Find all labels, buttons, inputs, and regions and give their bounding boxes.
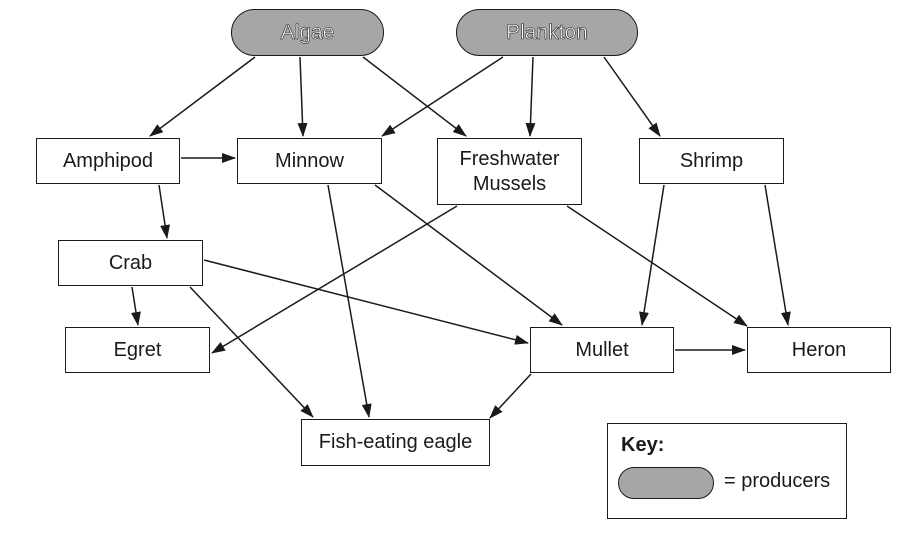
node-shrimp: Shrimp xyxy=(639,138,784,184)
node-fish-eating-eagle-label: Fish-eating eagle xyxy=(318,431,473,453)
arrow-mussels-to-heron xyxy=(566,205,748,327)
arrow-crab-to-egret xyxy=(131,286,141,326)
node-amphipod-label: Amphipod xyxy=(62,149,154,172)
node-heron-label: Heron xyxy=(791,338,847,361)
legend-key: Key: = producers xyxy=(607,423,847,519)
node-mullet-label: Mullet xyxy=(575,338,629,361)
node-algae: Algae xyxy=(231,9,384,56)
node-crab-label: Crab xyxy=(108,251,153,274)
node-egret-label: Egret xyxy=(113,338,162,361)
arrow-algae-to-minnow xyxy=(297,56,308,137)
legend-title: Key: xyxy=(621,434,665,456)
node-crab: Crab xyxy=(58,240,203,286)
arrow-crab-to-mullet xyxy=(203,259,529,345)
node-fish-eating-eagle: Fish-eating eagle xyxy=(301,419,490,466)
node-egret: Egret xyxy=(65,327,210,373)
node-shrimp-label: Shrimp xyxy=(679,149,744,172)
arrow-plankton-to-mussels xyxy=(525,56,536,137)
producer-swatch xyxy=(618,467,714,499)
arrow-minnow-to-eagle xyxy=(327,184,372,418)
node-algae-label: Algae xyxy=(280,21,335,45)
arrow-algae-to-mussels xyxy=(362,56,467,137)
node-minnow-label: Minnow xyxy=(275,149,344,172)
arrow-plankton-to-shrimp xyxy=(603,56,661,137)
arrow-mullet-to-eagle xyxy=(489,373,532,419)
node-plankton-label: Plankton xyxy=(506,21,588,45)
node-minnow: Minnow xyxy=(237,138,382,184)
node-heron: Heron xyxy=(747,327,891,373)
arrow-mussels-to-egret xyxy=(211,205,458,354)
arrow-shrimp-to-heron xyxy=(764,184,791,326)
arrow-crab-to-eagle xyxy=(189,286,314,418)
node-freshwater-mussels: Freshwater Mussels xyxy=(437,138,582,205)
node-plankton: Plankton xyxy=(456,9,638,56)
legend-label: = producers xyxy=(724,470,831,492)
arrow-shrimp-to-mullet xyxy=(639,184,665,326)
arrow-plankton-to-minnow xyxy=(381,56,504,137)
node-mullet: Mullet xyxy=(530,327,674,373)
arrow-minnow-to-mullet xyxy=(374,184,563,326)
node-freshwater-mussels-label: Freshwater Mussels xyxy=(459,147,560,195)
arrow-amphipod-to-crab xyxy=(158,184,171,239)
node-amphipod: Amphipod xyxy=(36,138,180,184)
arrow-algae-to-amphipod xyxy=(149,56,256,137)
